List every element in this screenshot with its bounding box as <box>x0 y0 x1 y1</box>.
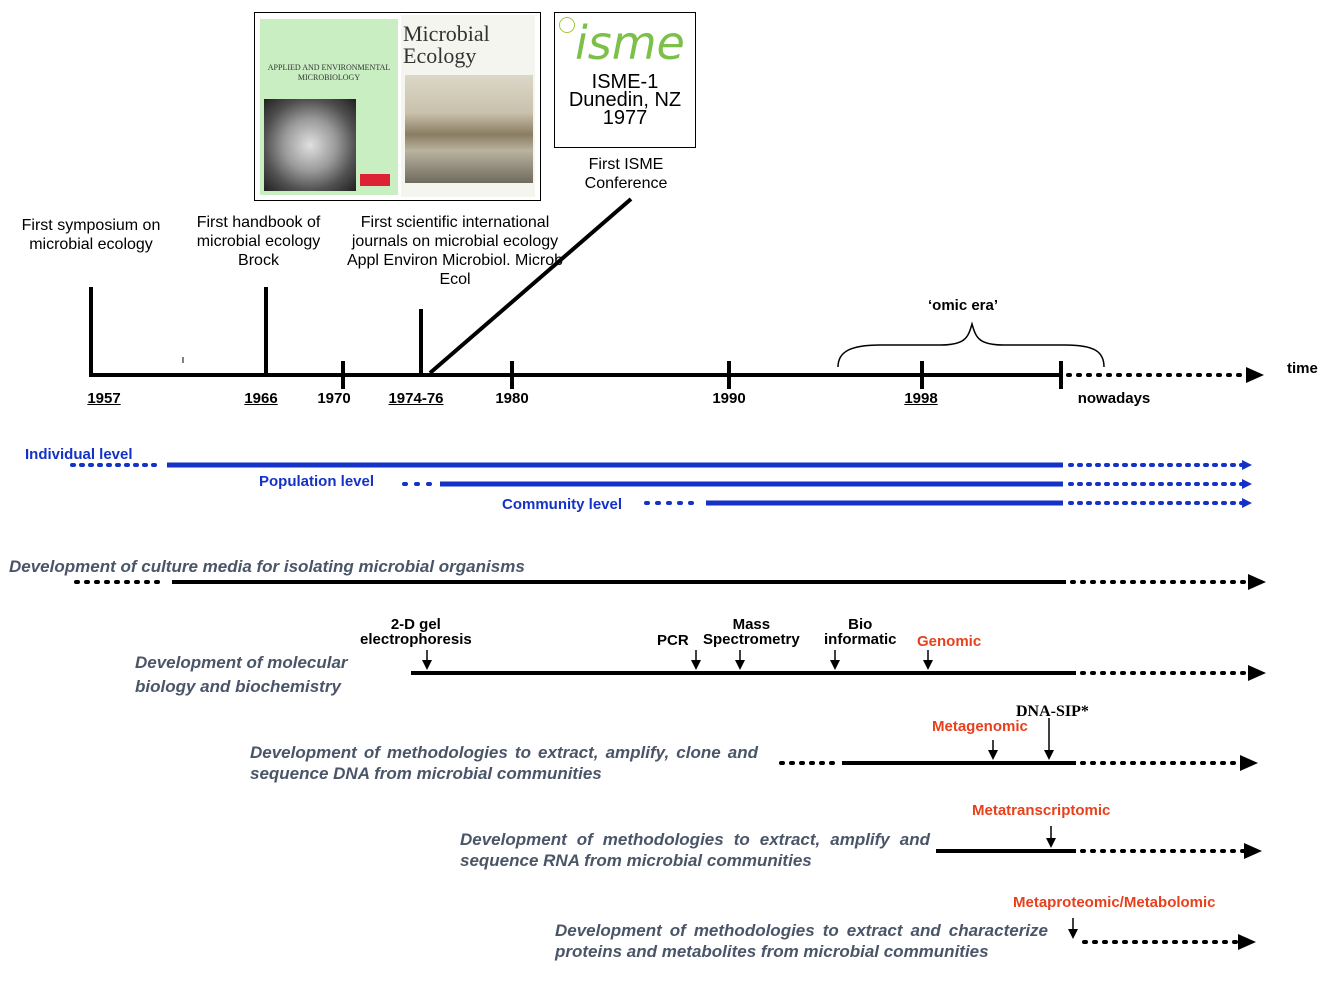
label-rna-methods: Development of methodologies to extract,… <box>460 830 930 870</box>
isme-line-3: 1977 <box>602 107 648 129</box>
protein-line <box>1068 918 1256 950</box>
isme-box: isme ISME-1 Dunedin, NZ 1977 <box>554 12 696 148</box>
molecular-line <box>411 650 1266 681</box>
isme-line-2: Dunedin, NZ <box>568 89 682 111</box>
aem-cover-micrograph <box>264 99 356 191</box>
tick-label-1974-76: 1974-76 <box>388 390 444 407</box>
label-pcr: PCR <box>657 632 689 649</box>
label-metagenomic: Metagenomic <box>932 718 1028 735</box>
label-first-handbook: First handbook of microbial ecology Broc… <box>196 214 321 269</box>
culture-line <box>74 574 1266 590</box>
label-first-isme: First ISME Conference <box>584 156 668 192</box>
dna-line <box>779 718 1258 771</box>
label-community-level: Community level <box>502 496 623 513</box>
tick-label-nowadays: nowadays <box>1077 390 1151 407</box>
tick-label-1957: 1957 <box>87 390 121 407</box>
isme-pointer-line <box>428 197 633 375</box>
omic-era-brace <box>837 321 1105 368</box>
time-axis-label: time <box>1287 360 1318 377</box>
tick-label-1966: 1966 <box>244 390 278 407</box>
label-genomic: Genomic <box>917 633 982 650</box>
asm-logo <box>360 174 390 186</box>
label-protein-methods: Development of methodologies to extract … <box>555 921 1048 961</box>
isme-line-1: ISME-1 <box>591 71 659 93</box>
rna-line <box>936 826 1262 859</box>
microbial-ecology-cover: Microbial Ecology <box>401 15 535 197</box>
label-dna-methods: Development of methodologies to extract,… <box>250 743 758 783</box>
level-lines <box>70 460 1252 508</box>
aem-cover: APPLIED AND ENVIRONMENTAL MICROBIOLOGY <box>260 19 398 195</box>
label-first-journals: First scientific international journals … <box>346 214 564 288</box>
label-molecular-line1: Development of molecular <box>135 653 348 672</box>
aem-cover-title: APPLIED AND ENVIRONMENTAL MICROBIOLOGY <box>267 63 391 82</box>
label-bioinformatic: Bio informatic <box>824 617 897 647</box>
label-2d-gel: 2-D gel electrophoresis <box>360 617 472 647</box>
label-mass-spectrometry: Mass Spectrometry <box>703 617 800 647</box>
label-culture-media: Development of culture media for isolati… <box>9 557 525 576</box>
label-individual-level: Individual level <box>25 446 133 463</box>
tick-label-1990: 1990 <box>712 390 746 407</box>
isme-text: ISME-1 Dunedin, NZ 1977 <box>555 71 695 129</box>
label-bio-line2: informatic <box>824 631 897 648</box>
journal-covers-image: APPLIED AND ENVIRONMENTAL MICROBIOLOGY M… <box>254 12 541 201</box>
time-axis <box>89 197 1264 389</box>
label-2d-gel-line2: electrophoresis <box>360 631 472 648</box>
label-mass-line2: Spectrometry <box>703 631 800 648</box>
omic-era-label: ‘omic era’ <box>928 297 999 314</box>
me-cover-photo <box>405 75 533 183</box>
label-2d-gel-line1: 2-D gel <box>390 616 441 633</box>
isme-logo: isme <box>575 16 685 70</box>
label-molecular-line2: biology and biochemistry <box>135 677 341 696</box>
label-bio-line1: Bio <box>848 616 873 633</box>
tick-label-1998: 1998 <box>904 390 938 407</box>
tick-label-1980: 1980 <box>495 390 529 407</box>
tick-label-1970: 1970 <box>317 390 351 407</box>
globe-icon <box>559 17 575 33</box>
label-dna-sip: DNA-SIP* <box>1016 703 1089 720</box>
label-first-symposium: First symposium on microbial ecology <box>21 217 161 253</box>
label-metaproteomic: Metaproteomic/Metabolomic <box>1013 894 1216 911</box>
label-metatranscriptomic: Metatranscriptomic <box>972 802 1111 819</box>
label-population-level: Population level <box>259 473 375 490</box>
label-mass-line1: Mass <box>732 616 771 633</box>
me-cover-title: Microbial Ecology <box>403 21 490 68</box>
